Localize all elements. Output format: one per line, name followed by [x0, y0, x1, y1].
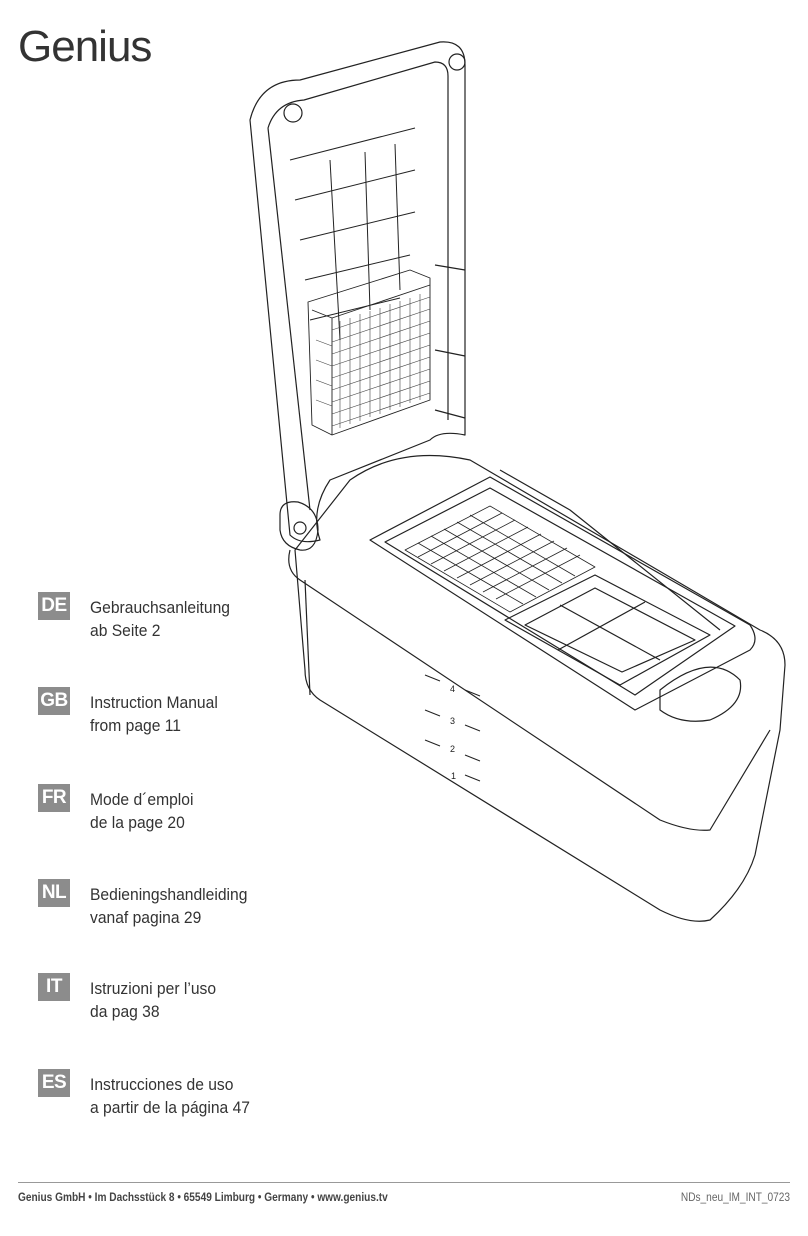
language-row-de[interactable]: DE Gebrauchsanleitung ab Seite 2 [38, 592, 298, 642]
footer-doc-code: NDs_neu_IM_INT_0723 [680, 1192, 790, 1204]
lang-page-de: ab Seite 2 [90, 621, 161, 640]
lang-title-it: Istruzioni per l’uso [90, 979, 217, 998]
lang-badge-es: ES [38, 1069, 70, 1097]
lang-text-de: Gebrauchsanleitung ab Seite 2 [90, 596, 230, 642]
lang-page-gb: from page 11 [90, 716, 182, 735]
lang-badge-fr: FR [38, 784, 70, 812]
lang-title-fr: Mode d´emploi [90, 790, 194, 809]
lang-page-it: da pag 38 [90, 1002, 160, 1021]
lang-page-fr: de la page 20 [90, 813, 185, 832]
lang-text-es: Instrucciones de uso a partir de la pági… [90, 1073, 250, 1119]
genius-logo: Genius [18, 22, 152, 71]
lang-page-es: a partir de la página 47 [90, 1098, 250, 1117]
lang-title-gb: Instruction Manual [90, 693, 218, 712]
lang-text-it: Istruzioni per l’uso da pag 38 [90, 977, 216, 1023]
lang-badge-nl: NL [38, 879, 70, 907]
language-row-nl[interactable]: NL Bedieningshandleiding vanaf pagina 29 [38, 879, 298, 929]
lang-text-gb: Instruction Manual from page 11 [90, 691, 218, 737]
lang-text-nl: Bedieningshandleiding vanaf pagina 29 [90, 883, 247, 929]
level-label-2: 2 [450, 744, 455, 754]
lang-badge-de: DE [38, 592, 70, 620]
lang-title-nl: Bedieningshandleiding [90, 885, 248, 904]
lang-badge-gb: GB [38, 687, 70, 715]
lang-text-fr: Mode d´emploi de la page 20 [90, 788, 193, 834]
level-label-3: 3 [450, 716, 455, 726]
footer-company-info: Genius GmbH • Im Dachsstück 8 • 65549 Li… [18, 1192, 388, 1204]
level-label-4: 4 [450, 684, 455, 694]
level-markings [424, 674, 481, 782]
pusher-block [307, 269, 431, 436]
product-illustration: 4 3 2 1 [249, 41, 786, 922]
lang-page-nl: vanaf pagina 29 [90, 908, 202, 927]
lang-title-es: Instrucciones de uso [90, 1075, 234, 1094]
language-row-es[interactable]: ES Instrucciones de uso a partir de la p… [38, 1069, 298, 1119]
footer-divider [18, 1182, 790, 1183]
lang-title-de: Gebrauchsanleitung [90, 598, 230, 617]
language-row-gb[interactable]: GB Instruction Manual from page 11 [38, 687, 298, 737]
lang-badge-it: IT [38, 973, 70, 1001]
level-label-1: 1 [451, 771, 456, 781]
language-row-it[interactable]: IT Istruzioni per l’uso da pag 38 [38, 973, 298, 1023]
language-row-fr[interactable]: FR Mode d´emploi de la page 20 [38, 784, 298, 834]
